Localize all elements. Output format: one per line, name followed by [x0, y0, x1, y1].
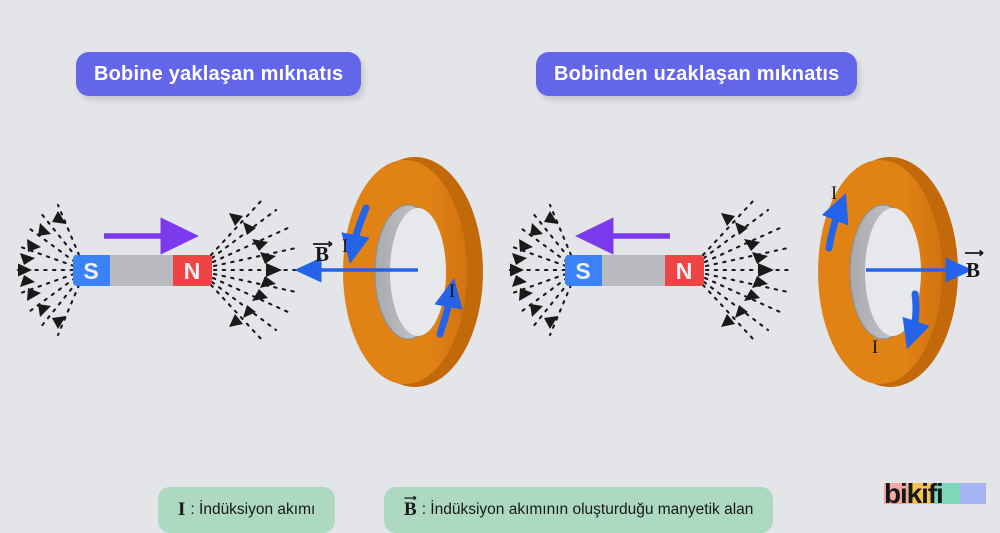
- field-lines-left-south: [12, 203, 81, 337]
- b-field-label-right: B: [966, 258, 980, 282]
- legend-current-symbol: I: [178, 499, 186, 520]
- magnet-left-north-label: N: [184, 258, 201, 284]
- legend-bfield-symbol-text: B: [404, 499, 417, 520]
- current-arrow-left-upper: [341, 204, 370, 264]
- current-label-left-lower: I: [449, 281, 455, 302]
- logo-swatch-4: [960, 483, 986, 504]
- field-arrowheads-left-south: [18, 211, 66, 329]
- field-arrowheads-left-north: [229, 213, 282, 327]
- logo-text: bikifi: [884, 478, 944, 509]
- field-lines-right-north: [701, 198, 794, 342]
- magnet-right-south-label: S: [575, 258, 590, 284]
- bar-magnet-right: S N: [565, 255, 704, 286]
- panel-title-right: Bobinden uzaklaşan mıknatıs: [536, 52, 858, 96]
- bikifi-logo: bikifi: [884, 477, 988, 511]
- current-arrow-left-lower: [434, 278, 463, 338]
- legend-bfield-symbol: B: [404, 495, 417, 521]
- field-lines-left-north: [209, 198, 302, 342]
- panel-title-right-text: Bobinden uzaklaşan mıknatıs: [554, 62, 840, 85]
- b-field-arrow-left: B: [294, 240, 418, 283]
- current-arrows-left: [341, 204, 463, 338]
- current-arrow-right-upper: [821, 193, 849, 252]
- magnet-left-south-label: S: [83, 258, 98, 284]
- b-field-arrow-right: B: [866, 249, 984, 283]
- current-label-left-upper: I: [342, 236, 348, 257]
- coil-right: [818, 157, 958, 387]
- panel-title-left-text: Bobine yaklaşan mıknatıs: [94, 62, 344, 85]
- panel-right: S N I I B: [504, 157, 984, 387]
- bar-magnet-left: S N: [73, 255, 212, 286]
- logo-swatch-2: [908, 483, 934, 504]
- field-arrowheads-right-south: [510, 211, 558, 329]
- magnet-right-north-label: N: [676, 258, 693, 284]
- legend-item-bfield: B : İndüksiyon akımının oluşturduğu many…: [384, 487, 774, 533]
- legend-item-current: I : İndüksiyon akımı: [158, 487, 336, 533]
- b-field-label-left: B: [315, 242, 329, 266]
- panel-title-left: Bobine yaklaşan mıknatıs: [76, 52, 362, 96]
- field-lines-right-south: [504, 203, 573, 337]
- coil-left: [343, 157, 483, 387]
- legend-current-text: : İndüksiyon akımı: [190, 501, 316, 518]
- field-arrowheads-right-north: [721, 213, 774, 327]
- current-arrow-right-lower: [902, 290, 930, 350]
- current-label-right-upper: I: [831, 183, 837, 204]
- panel-left: S N I I: [12, 157, 483, 387]
- logo-swatch-1: [884, 483, 908, 504]
- logo-swatches: [884, 483, 988, 504]
- current-label-right-lower: I: [872, 337, 878, 358]
- b-vector-bar-left-icon: [313, 240, 333, 248]
- current-arrows-right: [821, 193, 930, 350]
- vector-bar-icon: [404, 495, 417, 501]
- legend-bfield-text: : İndüksiyon akımının oluşturduğu manyet…: [421, 501, 754, 518]
- logo-swatch-3: [934, 483, 960, 504]
- b-vector-bar-right-icon: [965, 249, 984, 257]
